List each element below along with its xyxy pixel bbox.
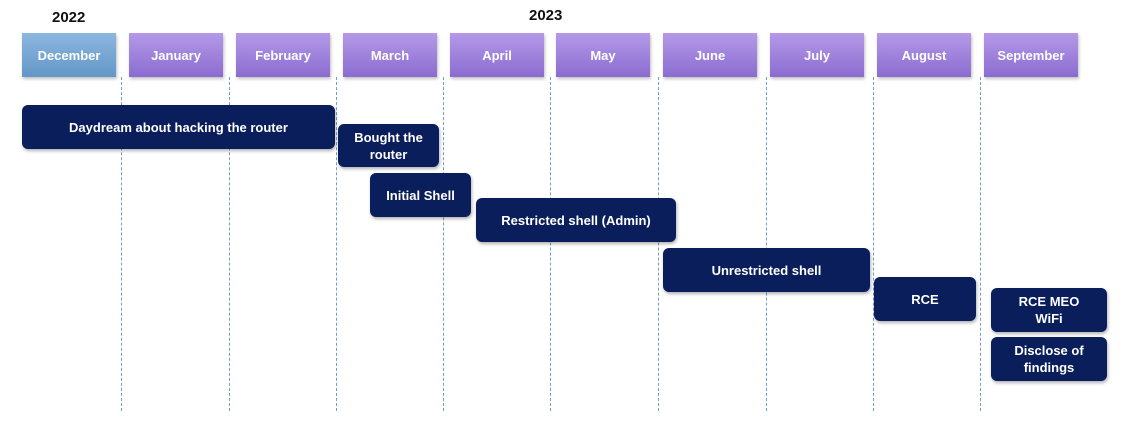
task-bought-router: Bought the router	[338, 124, 439, 167]
year-label-2023: 2023	[529, 7, 563, 24]
task-disclose-findings: Disclose of findings	[991, 337, 1107, 381]
month-march: March	[343, 33, 437, 77]
month-january: January	[129, 33, 223, 77]
task-rce-meo-wifi: RCE MEO WiFi	[991, 288, 1107, 332]
gridline-february	[336, 77, 337, 411]
gridline-may	[658, 77, 659, 411]
gridline-july	[873, 77, 874, 411]
month-september: September	[984, 33, 1078, 77]
gridline-august	[980, 77, 981, 411]
month-july: July	[770, 33, 864, 77]
gridline-march	[443, 77, 444, 411]
task-restricted-shell: Restricted shell (Admin)	[476, 198, 676, 242]
year-label-2022: 2022	[52, 9, 86, 26]
task-daydream: Daydream about hacking the router	[22, 105, 335, 149]
gridline-december	[121, 77, 122, 411]
task-rce: RCE	[874, 277, 976, 321]
month-december: December	[22, 33, 116, 77]
month-june: June	[663, 33, 757, 77]
gridline-january	[229, 77, 230, 411]
task-unrestricted-shell: Unrestricted shell	[663, 248, 870, 292]
month-may: May	[556, 33, 650, 77]
gridline-april	[550, 77, 551, 411]
task-initial-shell: Initial Shell	[370, 173, 471, 217]
month-august: August	[877, 33, 971, 77]
month-april: April	[450, 33, 544, 77]
gridline-june	[766, 77, 767, 411]
month-february: February	[236, 33, 330, 77]
